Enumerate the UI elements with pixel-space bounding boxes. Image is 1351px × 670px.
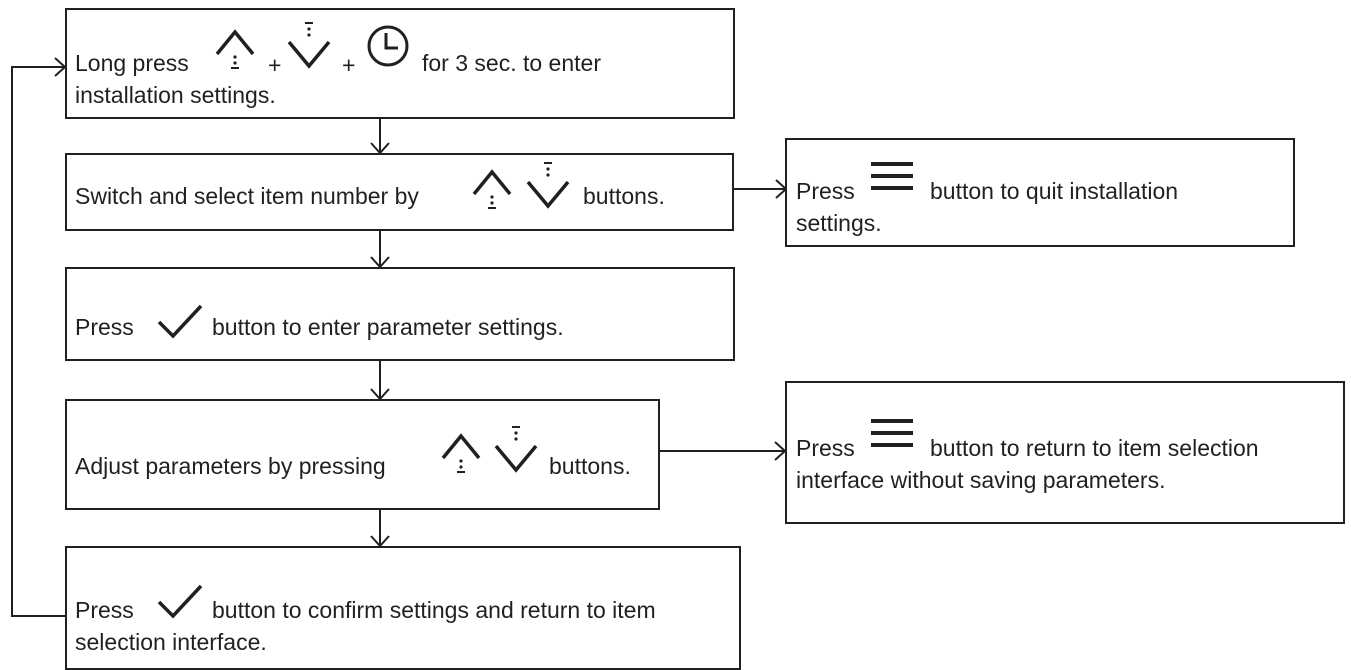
check-icon	[157, 304, 203, 339]
step-adjust-text-b: buttons.	[549, 453, 631, 479]
arrow-down-1	[370, 118, 390, 155]
side-quit-text-b: button to quit installation	[930, 178, 1179, 204]
step-confirm-text-b: button to confirm settings and return to…	[212, 597, 656, 623]
step-select-box	[65, 153, 734, 231]
side-quit-text-line2: settings.	[796, 210, 882, 236]
step-select-text-a: Switch and select item number by	[75, 183, 419, 209]
step-adjust-box	[65, 399, 660, 510]
step-enter-plus-a: +	[268, 52, 282, 78]
step-param-text-a: Press	[75, 314, 134, 340]
step-param-box	[65, 267, 735, 361]
menu-icon	[871, 419, 913, 447]
loop-back-arrow	[11, 57, 67, 617]
arrow-right-quit	[732, 179, 788, 199]
step-enter-text-long-press: Long press	[75, 50, 189, 76]
step-confirm-text-line2: selection interface.	[75, 629, 267, 655]
step-select-text-b: buttons.	[583, 183, 665, 209]
side-quit-box	[785, 138, 1295, 247]
side-return-text-line2: interface without saving parameters.	[796, 467, 1166, 493]
up-icon	[472, 169, 512, 209]
menu-icon	[871, 162, 913, 190]
clock-icon	[367, 25, 409, 67]
down-icon	[526, 162, 570, 209]
arrow-down-2	[370, 230, 390, 269]
side-return-text-a: Press	[796, 435, 855, 461]
step-param-text-b: button to enter parameter settings.	[212, 314, 564, 340]
side-return-text-b: button to return to item selection	[930, 435, 1259, 461]
side-quit-text-a: Press	[796, 178, 855, 204]
up-icon	[215, 29, 255, 69]
step-enter-text-line2: installation settings.	[75, 82, 276, 108]
step-adjust-text-a: Adjust parameters by pressing	[75, 453, 386, 479]
step-enter-box	[65, 8, 735, 119]
down-icon	[287, 22, 331, 69]
check-icon	[157, 584, 203, 619]
step-confirm-box	[65, 546, 741, 670]
up-icon	[441, 433, 481, 473]
arrow-right-return	[660, 441, 787, 461]
step-confirm-text-a: Press	[75, 597, 134, 623]
arrow-down-3	[370, 360, 390, 401]
down-icon	[494, 426, 538, 473]
side-return-box	[785, 381, 1345, 524]
arrow-down-4	[370, 509, 390, 548]
step-enter-plus-b: +	[342, 52, 356, 78]
step-enter-text-rest: for 3 sec. to enter	[422, 50, 601, 76]
